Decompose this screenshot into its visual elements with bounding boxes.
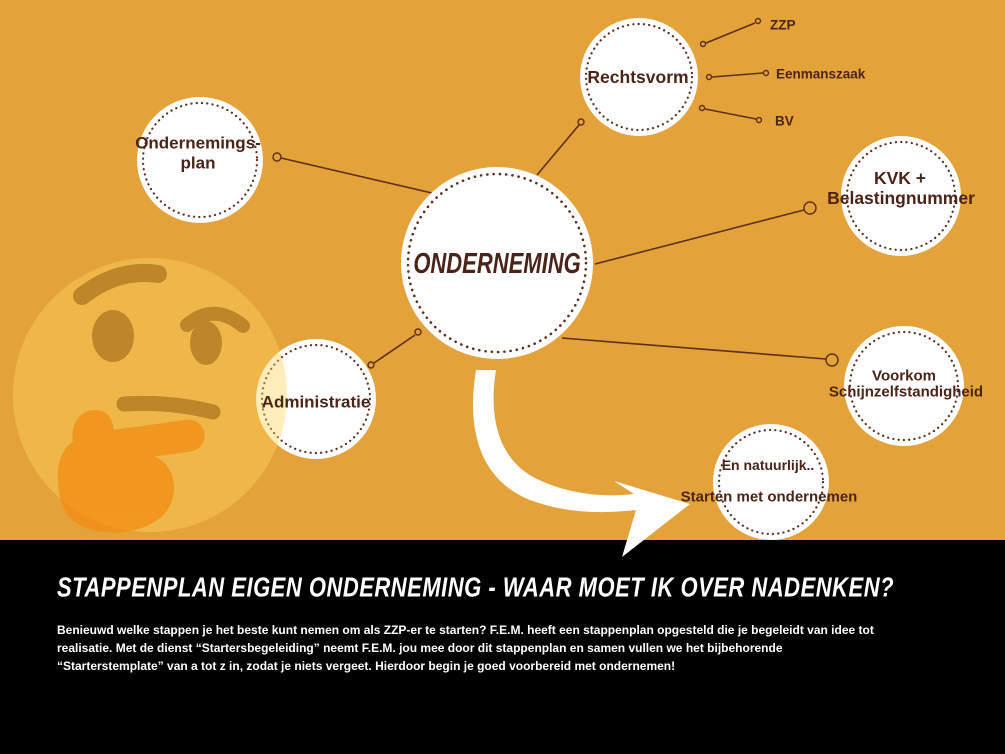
banner-body: Benieuwd welke stappen je het beste kunt… [57, 621, 874, 675]
node-schijnzelfstandigheid-ring [848, 330, 960, 442]
rechtsvorm-option-eenmanszaak: Eenmanszaak [776, 67, 866, 82]
banner-body-line: “Starterstemplate” van a tot z in, zodat… [57, 659, 676, 673]
node-schijnzelfstandigheid-circle [844, 326, 964, 446]
node-starten-circle [713, 424, 829, 540]
center-label: ONDERNEMING [413, 248, 580, 279]
node-kvk-circle [841, 136, 961, 256]
connector-schijnzelfstandigheid [561, 337, 827, 360]
node-administratie [256, 339, 376, 459]
ondernemingsplan-label-line-1: Ondernemings- [135, 134, 261, 153]
curved-arrow-icon [472, 370, 690, 557]
marker-bv-end [755, 116, 763, 124]
schijnzelfstandigheid-label-line-1: Voorkom [872, 368, 936, 385]
kvk-label-line-2: Belastingnummer [827, 188, 975, 208]
marker-kvk [803, 201, 817, 215]
emoji-right-eye [190, 321, 222, 365]
emoji-mouth [116, 395, 221, 420]
kvk-label-line-1: KVK + [874, 168, 926, 188]
banner-body-line: Benieuwd welke stappen je het beste kunt… [57, 623, 874, 637]
node-schijnzelfstandigheid [844, 326, 964, 446]
connector-administratie [373, 334, 416, 364]
marker-eenmanszaak-start [705, 73, 713, 81]
node-kvk-ring [845, 140, 957, 252]
node-ondernemingsplan-circle [137, 97, 263, 223]
node-rechtsvorm [580, 18, 698, 136]
starten-label-line-2: Starten met ondernemen [681, 489, 858, 506]
connector-markers [272, 17, 839, 369]
node-starten [713, 424, 829, 540]
emoji-left-eye [92, 310, 134, 362]
connector-rechtsvorm [536, 124, 580, 176]
thinking-face-icon [13, 258, 287, 533]
node-rechtsvorm-circle [580, 18, 698, 136]
node-rechtsvorm-ring [584, 22, 694, 132]
banner-title: STAPPENPLAN EIGEN ONDERNEMING - WAAR MOE… [57, 571, 895, 603]
emoji-thumb [72, 409, 114, 454]
starten-label-line-1: En natuurlijk.. [722, 457, 815, 473]
emoji-right-eyebrow [180, 306, 250, 333]
node-administratie-ring [260, 343, 372, 455]
ondernemingsplan-label-line-2: plan [181, 154, 216, 173]
marker-eenmanszaak-end [762, 69, 770, 77]
emoji-palm [57, 437, 175, 533]
marker-administratie-end [367, 361, 375, 369]
connector-kvk [594, 209, 805, 265]
marker-administratie-start [414, 328, 422, 336]
connector-zzp [705, 22, 756, 44]
banner-body-line: realisatie. Met de dienst “Startersbegel… [57, 641, 783, 655]
marker-zzp-end [754, 17, 762, 25]
node-ondernemingsplan [137, 97, 263, 223]
emoji-hand [57, 409, 205, 533]
rechtsvorm-option-zzp: ZZP [770, 18, 796, 33]
node-center-ring [406, 172, 588, 354]
connector-eenmanszaak [711, 72, 764, 78]
connector-ondernemingsplan [280, 157, 433, 194]
node-administratie-circle [256, 339, 376, 459]
rechtsvorm-option-bv: BV [775, 114, 794, 129]
marker-rechtsvorm [577, 118, 585, 126]
rechtsvorm-label: Rechtsvorm [587, 67, 688, 87]
emoji-left-eyebrow [73, 263, 167, 305]
marker-bv-start [698, 104, 706, 112]
marker-schijnzelfstandigheid [825, 353, 839, 367]
marker-ondernemingsplan [272, 152, 282, 162]
marker-zzp-start [699, 40, 707, 48]
connector-bv [704, 108, 757, 120]
connectors [280, 22, 827, 364]
schijnzelfstandigheid-label-line-2: Schijnzelfstandigheid [829, 384, 983, 401]
banner-panel [0, 540, 1005, 754]
node-center [401, 167, 593, 359]
node-kvk [841, 136, 961, 256]
administratie-label: Administratie [262, 393, 371, 412]
node-starten-ring [717, 428, 825, 536]
node-ondernemingsplan-ring [141, 101, 259, 219]
node-center-circle [401, 167, 593, 359]
